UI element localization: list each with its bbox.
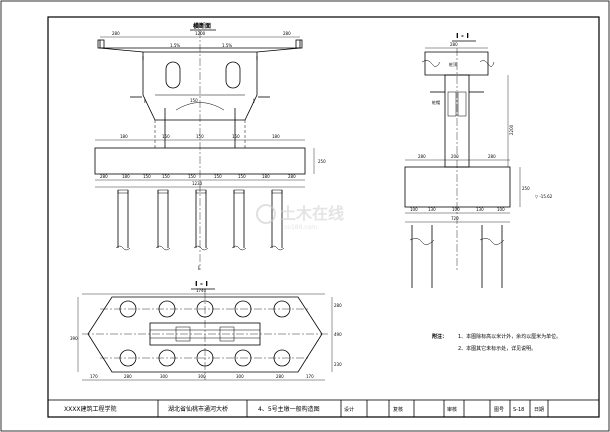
- slope-right: 1.5%: [222, 43, 232, 48]
- side-label-upper: 桩顶: [449, 61, 457, 67]
- cap-seg-3: 150: [143, 174, 151, 179]
- cap-seg-1: 280: [100, 174, 108, 179]
- notes-block: 附注： 1、本图除标高以米计外，余均以厘米为单位。 2、本图其它未标示处，详见说…: [432, 333, 561, 352]
- drawing-name: 4、5号主墩一般构造图: [258, 405, 320, 413]
- side-dim-cap-width: 720: [451, 216, 459, 221]
- dim-top-right: 280: [283, 31, 291, 36]
- project-name: 湖北省仙桃市通河大桥: [168, 405, 228, 413]
- plan-view-title: I - I: [195, 280, 208, 288]
- cap-seg-5: 150: [188, 174, 196, 179]
- side-dim-cap-height: 250: [522, 186, 530, 191]
- pier-dim-2: 150: [162, 134, 170, 139]
- side-seg-3: 100: [452, 207, 460, 212]
- side-seg-4: 130: [476, 207, 484, 212]
- side-dim-w2: 200: [451, 154, 459, 159]
- institute-name: XXXX建筑工程学院: [64, 405, 116, 413]
- cap-seg-9: 280: [288, 174, 296, 179]
- section-mark-right: I: [253, 98, 255, 105]
- front-elevation-view: 横断面 1200 280 280 1.5% 1.5% 150 I I: [94, 22, 326, 272]
- plan-side-3: 230: [334, 362, 342, 367]
- cap-segment-dims: 280 180 150 150 150 150 150 180 280: [100, 174, 296, 179]
- note-line-2: 2、本图其它未标示处，详见说明。: [458, 345, 536, 352]
- side-view-title: I - I: [456, 32, 469, 40]
- notes-heading: 附注：: [432, 333, 447, 340]
- dim-top-left: 280: [112, 31, 120, 36]
- watermark: 土木在线 co188.com: [256, 204, 344, 231]
- side-dim-w3: 280: [488, 154, 496, 159]
- drawing-no: S-18: [513, 407, 524, 413]
- plan-seg-5: 300: [236, 374, 244, 379]
- plan-dim-total: 1740: [196, 288, 207, 293]
- side-dim-top: 280: [450, 42, 458, 47]
- side-seg-5: 100: [497, 207, 505, 212]
- cap-seg-6: 150: [214, 174, 222, 179]
- side-seg-2: 130: [428, 207, 436, 212]
- plan-seg-1: 170: [90, 374, 98, 379]
- section-mark-left: I: [144, 98, 146, 105]
- title-block: XXXX建筑工程学院 湖北省仙桃市通河大桥 4、5号主墩一般构造图 设计 复核 …: [47, 399, 600, 418]
- pier-dim-3: 150: [196, 134, 204, 139]
- plan-side-2: 490: [334, 332, 342, 337]
- check-label: 复核: [393, 406, 403, 413]
- front-piles: [115, 189, 285, 251]
- watermark-url: co188.com: [284, 224, 317, 231]
- side-view: I - I 280 桩顶 桩帽 2200 280 200 280 250 ▽ -…: [404, 32, 553, 288]
- side-label-lower: 桩帽: [432, 99, 440, 105]
- dim-cap-total: 1230: [192, 181, 203, 186]
- side-dim-height: 2200: [509, 124, 514, 135]
- date-label: 日期: [534, 407, 544, 413]
- elevation-mark: ▽ -15.62: [535, 194, 553, 199]
- cap-seg-7: 150: [238, 174, 246, 179]
- review-label: 审核: [447, 406, 457, 413]
- watermark-brand: 土木在线: [280, 204, 344, 223]
- cap-seg-4: 150: [162, 174, 170, 179]
- plan-seg-6: 280: [276, 374, 284, 379]
- slope-left: 1.5%: [170, 43, 180, 48]
- plan-dim-height: 390: [70, 336, 78, 341]
- side-seg-1: 100: [410, 207, 418, 212]
- pier-dim-5: 180: [272, 134, 280, 139]
- dim-cap-height: 250: [318, 159, 326, 164]
- section-mark-bottom: I: [198, 265, 200, 272]
- pier-dim-1: 180: [120, 134, 128, 139]
- plan-seg-7: 170: [306, 374, 314, 379]
- plan-view: I - I 1740 3: [70, 280, 342, 381]
- elevation-title: 横断面: [193, 22, 211, 30]
- plan-seg-3: 300: [160, 374, 168, 379]
- plan-side-1: 280: [334, 303, 342, 308]
- cap-seg-2: 180: [122, 174, 130, 179]
- dim-top-total: 1200: [195, 31, 206, 36]
- side-dim-w1: 280: [418, 154, 426, 159]
- cap-seg-8: 180: [262, 174, 270, 179]
- plan-seg-4: 300: [198, 374, 206, 379]
- design-label: 设计: [344, 406, 354, 413]
- pier-dim-4: 150: [232, 134, 240, 139]
- note-line-1: 1、本图除标高以米计外，余均以厘米为单位。: [458, 333, 561, 340]
- dim-mid-width: 150: [190, 98, 198, 103]
- plan-seg-2: 280: [124, 374, 132, 379]
- drawing-no-label: 图号: [494, 407, 504, 413]
